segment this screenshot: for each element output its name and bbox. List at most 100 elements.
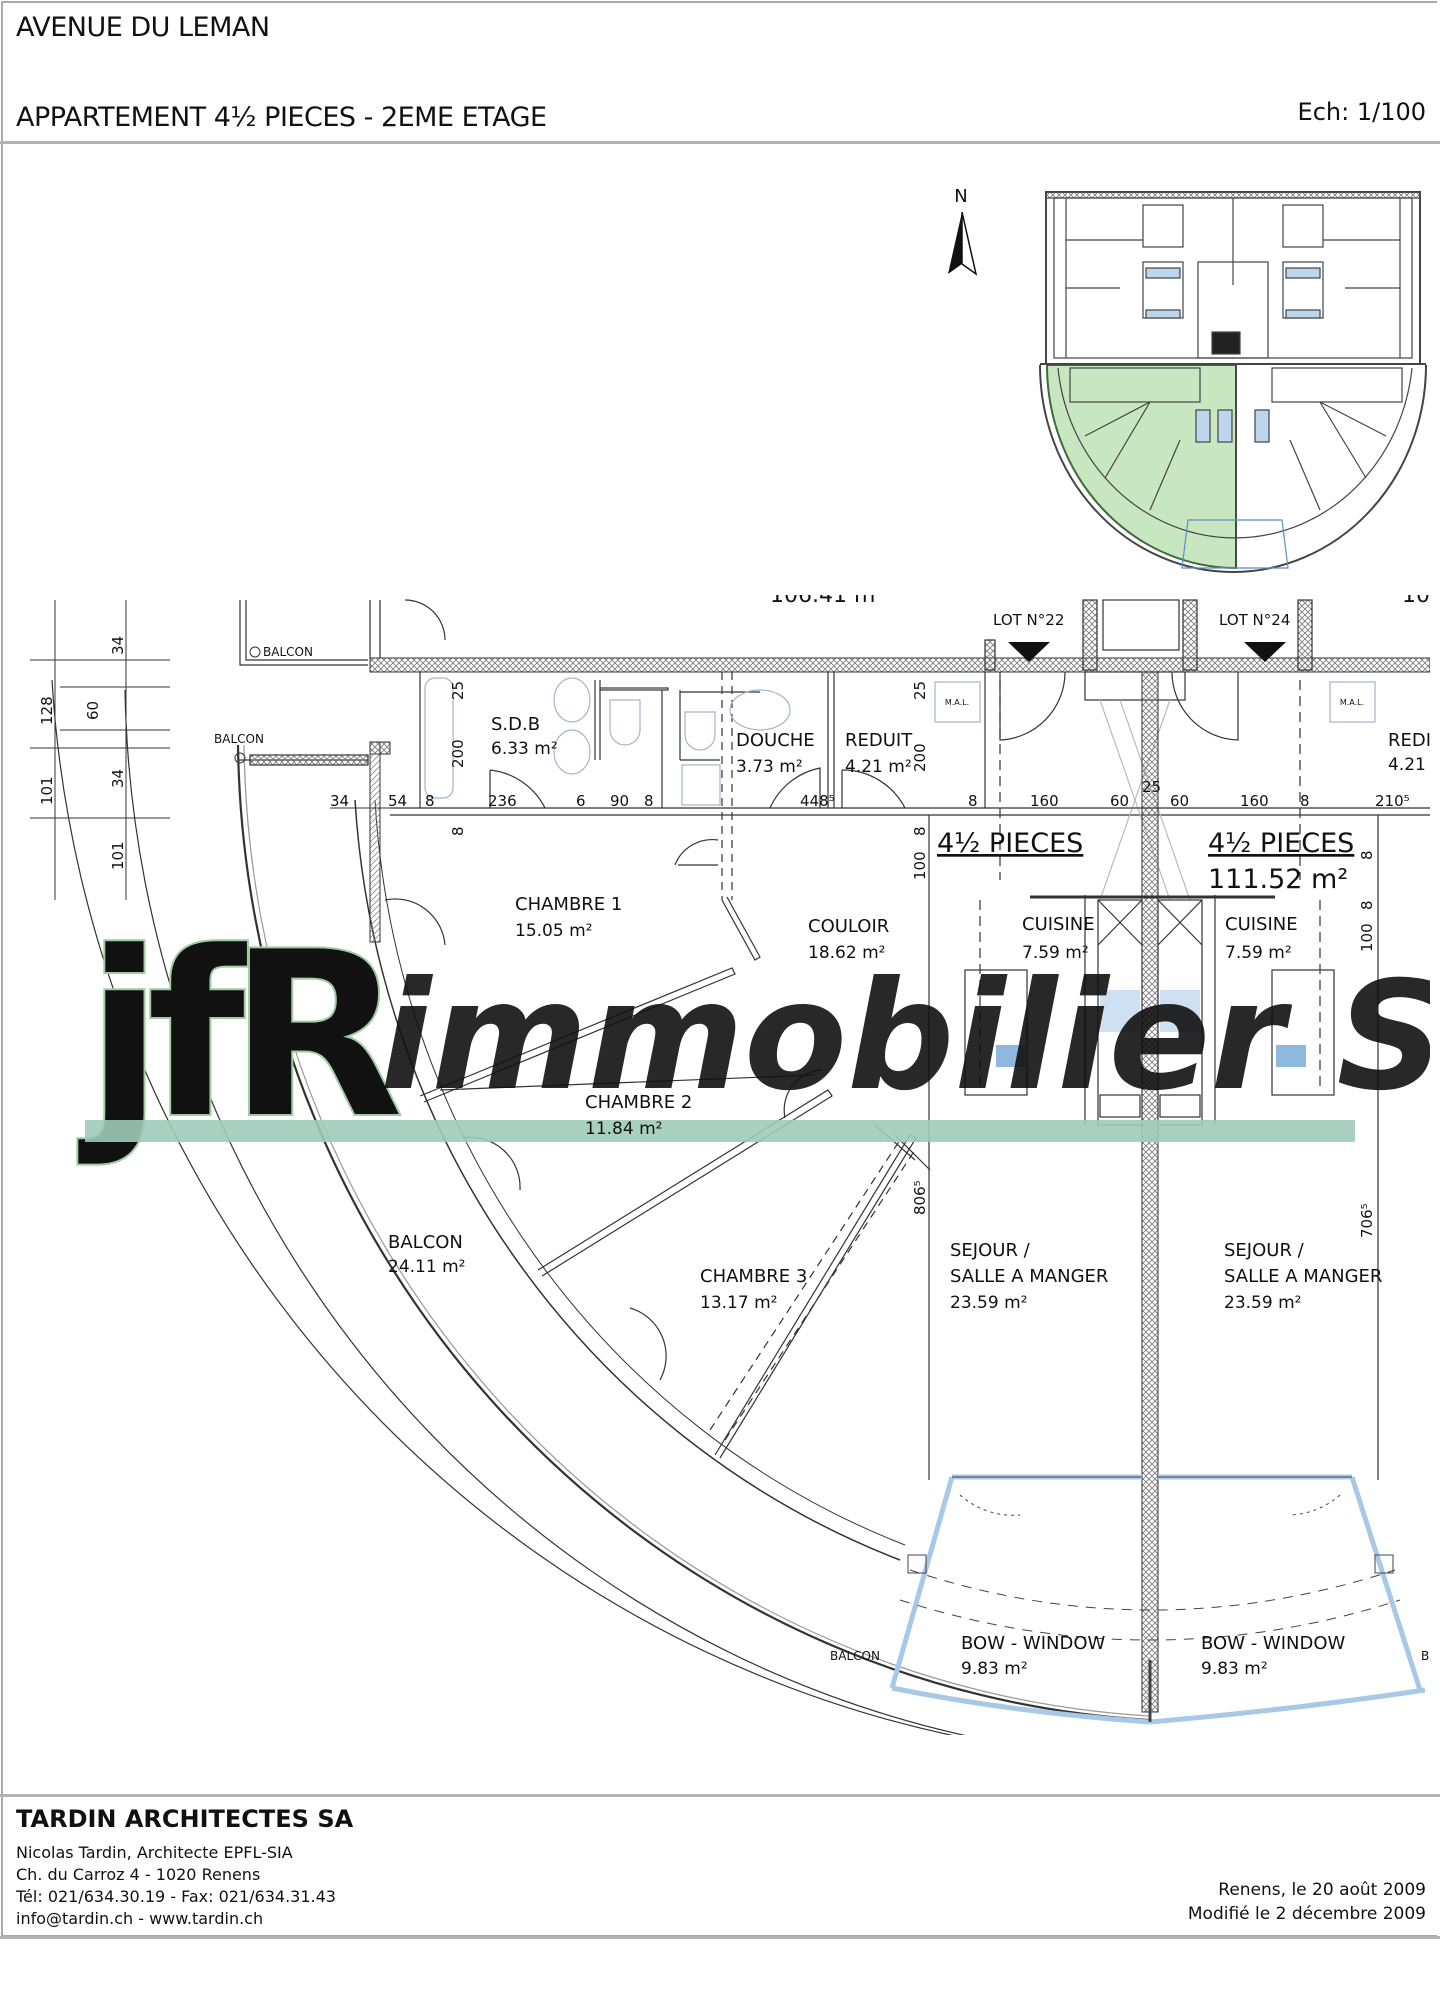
dimension-lines [30,600,1430,900]
svg-text:SEJOUR /: SEJOUR / [1224,1240,1305,1261]
bedroom-walls [384,838,931,1459]
dimension-labels: 34 128 60 101 34 101 34 54 8 236 6 90 8 … [38,636,1410,1238]
scale-label: Ech: 1/100 [1297,98,1426,126]
svg-text:806⁵: 806⁵ [911,1180,929,1215]
svg-text:25: 25 [1142,778,1161,796]
svg-text:210⁵: 210⁵ [1375,792,1410,810]
svg-text:M.A.L.: M.A.L. [945,698,969,707]
footer-divider [0,1794,1440,1797]
svg-text:34: 34 [109,769,127,788]
svg-text:BALCON: BALCON [388,1232,463,1253]
svg-text:immobilier Sàrl: immobilier Sàrl [380,950,1440,1124]
lot-22-label: LOT N°22 [993,611,1064,629]
svg-text:100: 100 [1358,923,1376,952]
svg-text:7.59 m²: 7.59 m² [1225,943,1292,963]
unit-left-label: 4½ PIECES [937,828,1083,859]
svg-text:60: 60 [1170,792,1189,810]
room-labels: S.D.B 6.33 m² DOUCHE 3.73 m² REDUIT 4.21… [388,714,1431,1679]
exterior-wall [369,657,1430,673]
svg-text:9.83 m²: 9.83 m² [1201,1659,1268,1679]
svg-text:100: 100 [911,851,929,880]
apartment-title: APPARTEMENT 4½ PIECES - 2EME ETAGE [16,102,547,133]
svg-text:SALLE A MANGER: SALLE A MANGER [950,1266,1108,1287]
svg-text:8: 8 [644,792,654,810]
balcony-arcs [51,679,1151,1735]
svg-text:11.84 m²: 11.84 m² [585,1119,662,1139]
svg-text:8: 8 [968,792,978,810]
kitchen-appliances [996,990,1306,1067]
svg-text:7.59 m²: 7.59 m² [1022,943,1089,963]
sanitary-fixtures [424,677,1376,806]
svg-text:DOUCHE: DOUCHE [736,730,815,751]
watermark: jfR immobilier Sàrl [76,902,1440,1171]
svg-text:15.05 m²: 15.05 m² [515,921,592,941]
lot-24-arrow-icon [1244,642,1286,662]
svg-text:REDI: REDI [1388,730,1431,751]
svg-text:60: 60 [1110,792,1129,810]
svg-text:8: 8 [1300,792,1310,810]
phone-fax: Tél: 021/634.30.19 - Fax: 021/634.31.43 [16,1887,336,1906]
svg-text:CHAMBRE 2: CHAMBRE 2 [585,1092,692,1113]
svg-text:COULOIR: COULOIR [808,916,889,937]
svg-text:4.21: 4.21 [1388,755,1426,775]
svg-text:CHAMBRE 1: CHAMBRE 1 [515,894,622,915]
key-plan [1039,191,1427,573]
svg-text:25: 25 [449,681,467,700]
svg-text:SALLE A MANGER: SALLE A MANGER [1224,1266,1382,1287]
architect-name: Nicolas Tardin, Architecte EPFL-SIA [16,1843,293,1862]
date-created: Renens, le 20 août 2009 [1218,1880,1426,1900]
email-website: info@tardin.ch - www.tardin.ch [16,1909,264,1928]
svg-text:13.17 m²: 13.17 m² [700,1293,777,1313]
north-arrow-icon: N [948,186,978,276]
svg-text:BALCON: BALCON [214,732,264,746]
svg-text:CUISINE: CUISINE [1022,914,1095,935]
svg-text:90: 90 [610,792,629,810]
street-title: AVENUE DU LEMAN [16,12,270,43]
svg-text:23.59 m²: 23.59 m² [950,1293,1027,1313]
svg-text:BALCON: BALCON [263,645,313,659]
svg-text:BOW - WINDOW: BOW - WINDOW [961,1633,1106,1654]
svg-text:34: 34 [330,792,349,810]
svg-text:8: 8 [1358,850,1376,860]
svg-text:CUISINE: CUISINE [1225,914,1298,935]
svg-text:M.A.L.: M.A.L. [1340,698,1364,707]
svg-text:N: N [954,186,967,207]
lot-24-label: LOT N°24 [1219,611,1290,629]
company-name: TARDIN ARCHITECTES SA [16,1805,354,1833]
sheet-bottom-border [0,1936,1440,1939]
svg-text:60: 60 [84,701,102,720]
svg-text:236: 236 [488,792,517,810]
svg-text:4.21 m²: 4.21 m² [845,757,912,777]
date-modified: Modifié le 2 décembre 2009 [1187,1904,1426,1924]
svg-text:8: 8 [911,826,929,836]
svg-text:25: 25 [911,681,929,700]
svg-text:8: 8 [449,826,467,836]
svg-text:CHAMBRE 3: CHAMBRE 3 [700,1266,807,1287]
svg-text:448⁵: 448⁵ [800,792,835,810]
svg-text:106.41 m: 106.41 m [770,583,875,608]
svg-text:3.73 m²: 3.73 m² [736,757,803,777]
svg-text:23.59 m²: 23.59 m² [1224,1293,1301,1313]
svg-text:160: 160 [1030,792,1059,810]
svg-text:200: 200 [449,739,467,768]
unit-right-label: 4½ PIECES [1208,828,1354,859]
svg-text:18.62 m²: 18.62 m² [808,943,885,963]
svg-text:706⁵: 706⁵ [1358,1203,1376,1238]
header-divider [0,141,1440,144]
party-wall [1141,671,1159,1713]
svg-text:160: 160 [1240,792,1269,810]
svg-text:S.D.B: S.D.B [491,714,540,735]
svg-text:8: 8 [425,792,435,810]
svg-text:SEJOUR /: SEJOUR / [950,1240,1031,1261]
svg-text:24.11 m²: 24.11 m² [388,1257,465,1277]
svg-text:34: 34 [109,636,127,655]
svg-text:REDUIT: REDUIT [845,730,913,751]
svg-text:200: 200 [911,743,929,772]
svg-text:BALCON: BALCON [830,1649,880,1663]
svg-text:BOW - WINDOW: BOW - WINDOW [1201,1633,1346,1654]
svg-text:6.33 m²: 6.33 m² [491,739,558,759]
svg-text:8: 8 [1358,900,1376,910]
svg-text:9.83 m²: 9.83 m² [961,1659,1028,1679]
svg-text:101: 101 [109,841,127,870]
